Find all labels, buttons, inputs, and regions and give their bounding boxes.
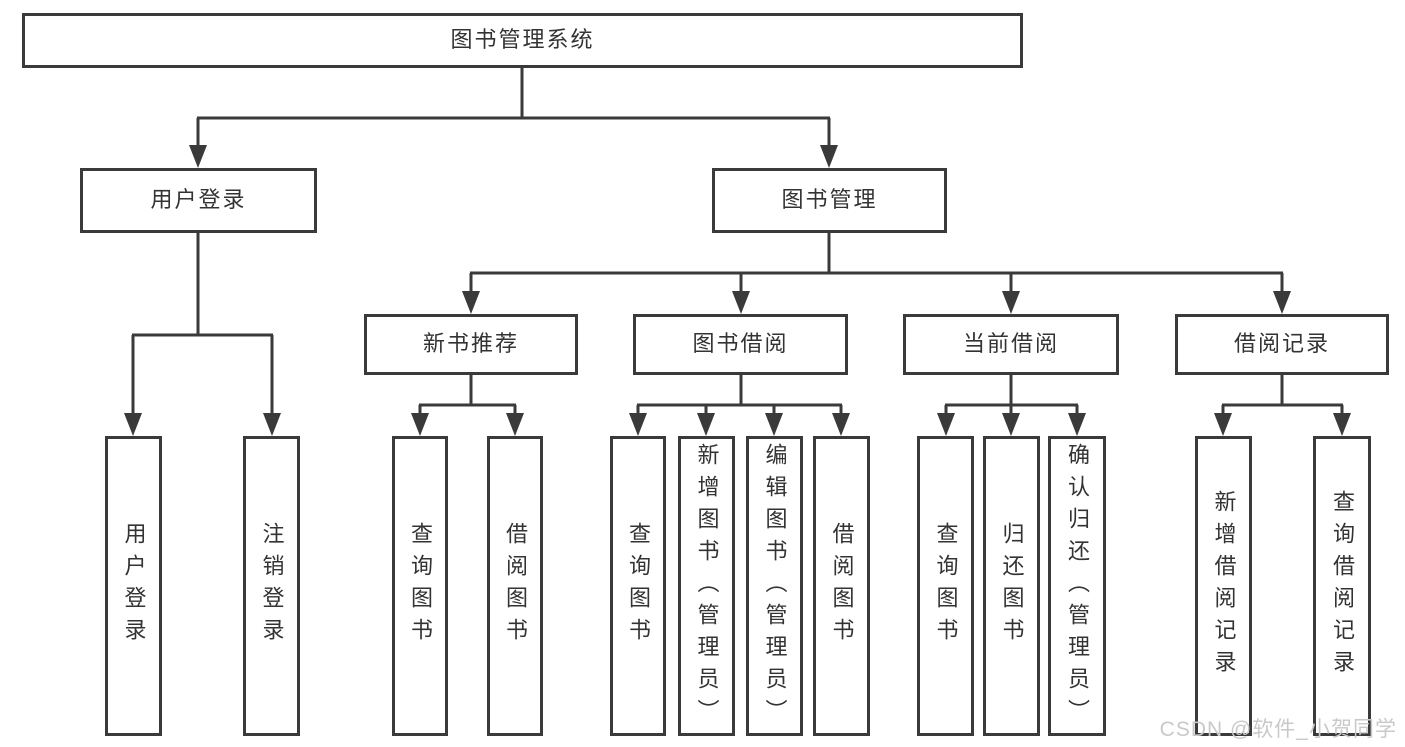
leaf-add-books-admin: 新增图书（管理员） (678, 436, 735, 736)
leaf-query-books-recommend: 查询图书 (392, 436, 448, 736)
leaf-query-books-borrowing: 查询图书 (610, 436, 666, 736)
leaf-return-books: 归还图书 (983, 436, 1040, 736)
arrowheads (124, 145, 1351, 436)
node-library-system: 图书管理系统 (22, 13, 1023, 68)
leaf-user-login: 用户登录 (105, 436, 162, 736)
watermark: CSDN @软件_小贺同学 (1159, 718, 1397, 741)
leaf-edit-books-admin: 编辑图书（管理员） (746, 436, 803, 736)
leaf-query-borrow-record: 查询借阅记录 (1313, 436, 1371, 736)
node-book-management: 图书管理 (712, 168, 947, 233)
node-current-borrowing: 当前借阅 (903, 314, 1119, 375)
leaf-add-borrow-record: 新增借阅记录 (1195, 436, 1252, 736)
node-book-borrowing: 图书借阅 (633, 314, 848, 375)
leaf-borrow-books-borrowing: 借阅图书 (813, 436, 870, 736)
leaf-confirm-return-admin: 确认归还（管理员） (1048, 436, 1106, 736)
leaf-logout: 注销登录 (243, 436, 300, 736)
leaf-query-books-current: 查询图书 (917, 436, 974, 736)
node-new-book-recommendation: 新书推荐 (364, 314, 578, 375)
node-user-login: 用户登录 (80, 168, 317, 233)
leaf-borrow-books-recommend: 借阅图书 (487, 436, 543, 736)
node-borrowing-records: 借阅记录 (1175, 314, 1389, 375)
